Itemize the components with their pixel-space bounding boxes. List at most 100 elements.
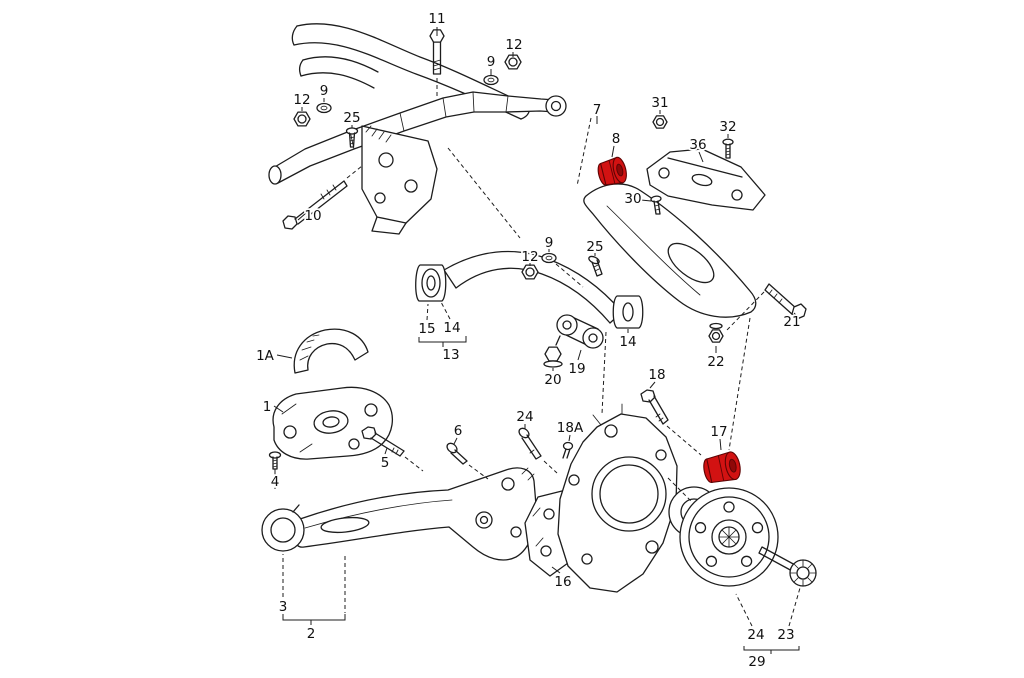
part-label-1: 1 xyxy=(263,399,272,415)
nut-12-mid xyxy=(521,264,539,280)
part-label-29: 29 xyxy=(748,654,765,670)
screw-24-left xyxy=(518,427,542,460)
leader-line xyxy=(793,312,799,318)
part-label-13: 13 xyxy=(442,347,459,363)
leader-line xyxy=(611,145,615,158)
nut-12-left xyxy=(293,111,311,127)
leader-line xyxy=(788,587,801,627)
part-label-22: 22 xyxy=(707,354,724,370)
wheel-hub-29 xyxy=(679,487,779,587)
screw-6 xyxy=(446,442,468,465)
bolt-11 xyxy=(429,29,445,75)
washer-9-left xyxy=(316,102,332,114)
rivet-18a xyxy=(562,441,574,459)
screw-32 xyxy=(722,138,734,159)
leader-line xyxy=(440,301,451,320)
bracket-36 xyxy=(646,148,766,211)
part-label-1A: 1A xyxy=(256,348,275,364)
part-label-25: 25 xyxy=(343,110,360,126)
lower-transverse-arm-7 xyxy=(583,183,757,318)
leader-line xyxy=(282,614,346,621)
part-label-16: 16 xyxy=(554,574,571,590)
trailing-arm-2 xyxy=(294,467,537,561)
bolt-10 xyxy=(282,180,348,230)
nut-12-top xyxy=(504,54,522,70)
wheel-bearing-housing-knuckle xyxy=(557,403,678,593)
leader-line xyxy=(743,646,800,651)
leader-line xyxy=(273,405,284,413)
leader-line xyxy=(297,212,307,221)
leader-line xyxy=(568,434,571,442)
part-label-9: 9 xyxy=(487,54,496,70)
part-label-32: 32 xyxy=(719,119,736,135)
part-label-3: 3 xyxy=(279,599,288,615)
screw-30 xyxy=(650,195,662,215)
leader-line xyxy=(649,381,656,389)
assembly-axes xyxy=(274,78,765,502)
bushing-8-highlighted xyxy=(597,156,627,186)
cover-1a xyxy=(293,328,369,374)
bearing-mount-1 xyxy=(272,386,394,460)
washer-9-mid xyxy=(541,252,557,264)
part-label-24: 24 xyxy=(516,409,533,425)
nut-22 xyxy=(708,322,724,343)
leader-line xyxy=(698,151,704,163)
part-label-18: 18 xyxy=(648,367,665,383)
part-label-24: 24 xyxy=(747,627,764,643)
part-label-19: 19 xyxy=(568,361,585,377)
bolt-21 xyxy=(764,283,807,320)
part-label-14: 14 xyxy=(443,320,460,336)
assembly-axis-line xyxy=(447,147,521,239)
part-label-18A: 18A xyxy=(557,420,584,436)
link-19 xyxy=(556,314,604,349)
part-label-11: 11 xyxy=(428,11,445,27)
part-label-36: 36 xyxy=(689,137,706,153)
assembly-axis-line xyxy=(543,460,558,474)
assembly-axis-line xyxy=(555,263,584,288)
leader-line xyxy=(453,437,458,445)
part-label-9: 9 xyxy=(545,235,554,251)
assembly-axis-line xyxy=(601,331,607,415)
part-label-23: 23 xyxy=(777,627,794,643)
part-label-5: 5 xyxy=(381,455,390,471)
leader-line xyxy=(735,593,753,627)
part-label-8: 8 xyxy=(612,131,621,147)
leader-line xyxy=(551,566,561,574)
part-label-30: 30 xyxy=(624,191,641,207)
leader-line xyxy=(719,438,722,451)
leader-line xyxy=(276,354,293,359)
bushing-3 xyxy=(261,504,305,552)
assembly-axis-line xyxy=(666,425,702,456)
bushing-17-highlighted xyxy=(703,451,741,484)
assembly-axis-line xyxy=(346,165,363,179)
screw-25-mid xyxy=(588,255,603,277)
part-label-9: 9 xyxy=(320,83,329,99)
assembly-axis-line xyxy=(667,477,692,502)
leader-line xyxy=(576,117,592,187)
part-label-7: 7 xyxy=(593,102,602,118)
bolt-5 xyxy=(361,426,405,457)
leader-line xyxy=(384,447,388,455)
bolt-23 xyxy=(758,546,817,587)
part-label-2: 2 xyxy=(307,626,316,642)
part-label-25: 25 xyxy=(586,239,603,255)
leader-line xyxy=(426,303,429,321)
assembly-axis-line xyxy=(404,456,424,472)
part-label-15: 15 xyxy=(418,321,435,337)
nut-31 xyxy=(652,115,668,129)
part-label-17: 17 xyxy=(710,424,727,440)
screw-4 xyxy=(268,451,282,470)
nut-20 xyxy=(543,335,563,368)
bolt-18 xyxy=(640,389,669,425)
part-label-20: 20 xyxy=(544,372,561,388)
part-label-12: 12 xyxy=(521,249,538,265)
assembly-axis-line xyxy=(725,291,765,332)
part-label-31: 31 xyxy=(651,95,668,111)
bushing-14-right xyxy=(612,295,644,329)
part-label-4: 4 xyxy=(271,474,280,490)
part-label-12: 12 xyxy=(293,92,310,108)
assembly-axis-line xyxy=(468,464,489,480)
